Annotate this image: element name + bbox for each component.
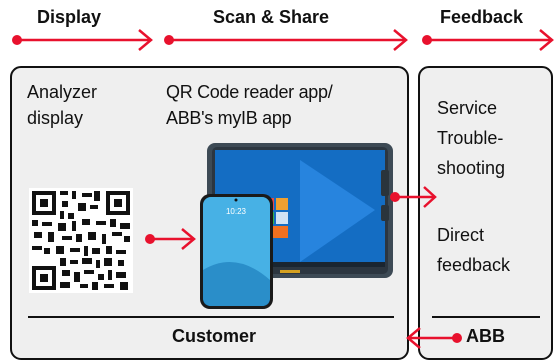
- abb-box: [418, 66, 553, 360]
- direct-feedback-label: Direct feedback: [437, 225, 511, 275]
- qr-code-icon: [29, 188, 133, 293]
- qr-to-phone-arrow: [145, 228, 196, 250]
- feedback-arrow: [422, 29, 554, 51]
- abb-footer: ABB: [466, 326, 505, 346]
- phone-clock: 10:23: [226, 207, 247, 216]
- header-feedback: Feedback: [440, 7, 524, 27]
- smartphone-icon: 10:23: [200, 194, 273, 309]
- to-customer-arrow: [406, 327, 462, 349]
- service-label: Service Trouble- shooting: [437, 98, 506, 178]
- app-label: QR Code reader app/ ABB's myIB app: [166, 82, 333, 128]
- customer-footer: Customer: [172, 326, 257, 346]
- to-abb-arrow: [390, 186, 437, 208]
- abb-divider: [432, 316, 540, 318]
- header-scan-share: Scan & Share: [213, 7, 330, 27]
- analyzer-display-label: Analyzer display: [27, 82, 98, 128]
- customer-divider: [28, 316, 394, 318]
- header-display: Display: [37, 7, 102, 27]
- scan-share-arrow: [164, 29, 408, 51]
- display-arrow: [12, 29, 153, 51]
